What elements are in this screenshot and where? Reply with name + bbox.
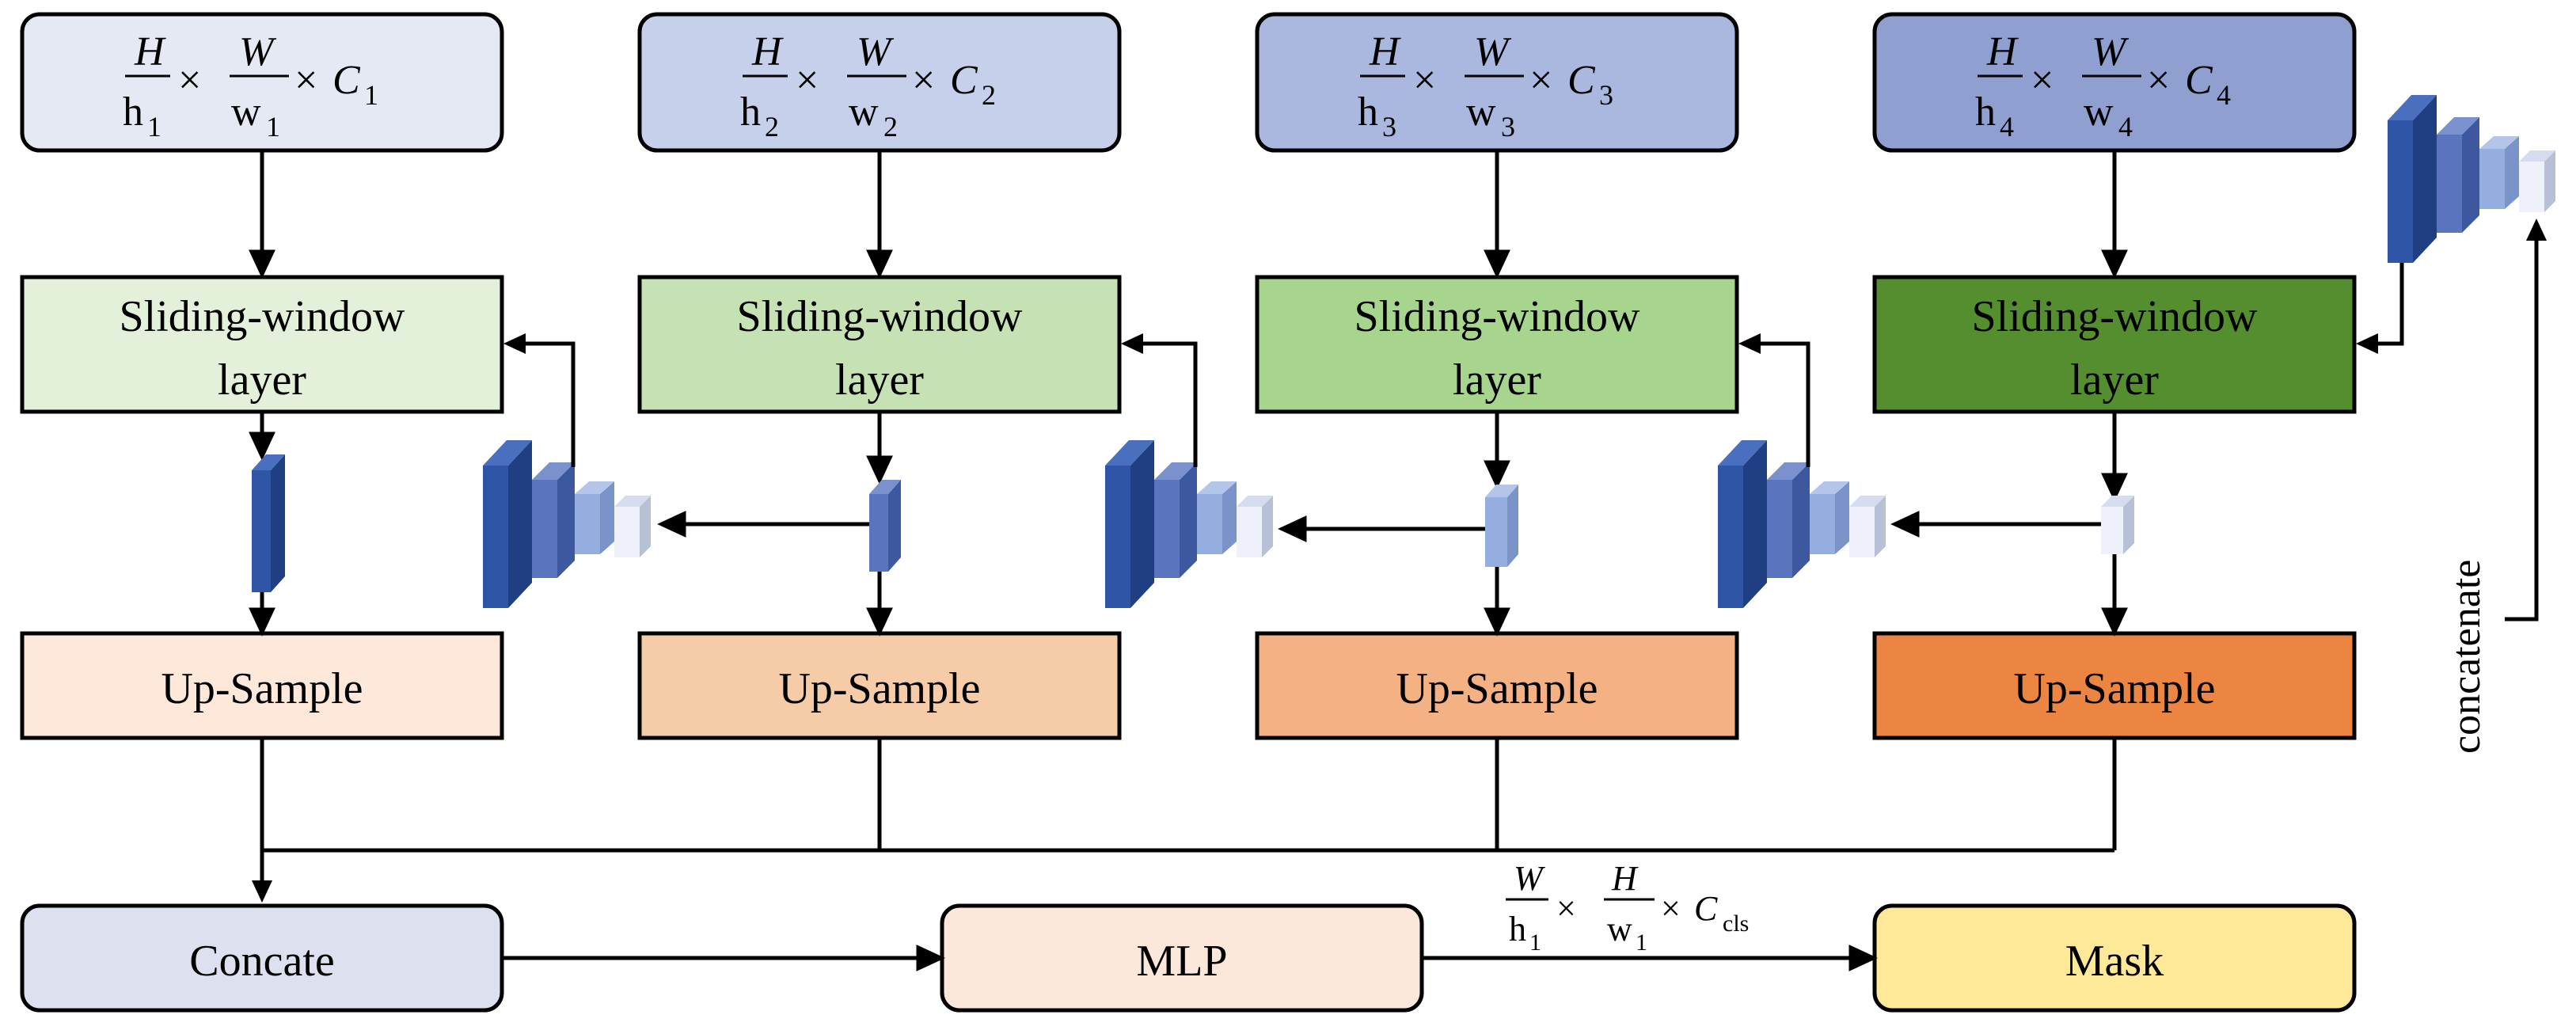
svg-text:C: C [332, 58, 361, 103]
stage-1: H h 1 × W w 1 × C 1 Sliding-window layer… [20, 12, 504, 740]
upsample-label-2: Up-Sample [778, 664, 980, 713]
mlp-label: MLP [1136, 937, 1227, 986]
pyramid-stack-3 [1718, 440, 1886, 608]
upsample-box-2 [637, 631, 1122, 740]
sliding-window-label-4: Sliding-window [1972, 292, 2258, 341]
upsample-label-3: Up-Sample [1396, 664, 1598, 713]
svg-text:2: 2 [883, 111, 898, 143]
svg-text:1: 1 [1636, 929, 1647, 956]
svg-text:×: × [2031, 58, 2054, 103]
svg-text:×: × [1529, 58, 1552, 103]
concate-label: Concate [189, 937, 334, 986]
concatenate-bracket [2505, 230, 2539, 622]
pyramid-to-sliding-arrows [522, 263, 2404, 467]
svg-text:×: × [2147, 58, 2170, 103]
svg-text:H: H [1986, 29, 2019, 74]
upsample-label-1: Up-Sample [161, 664, 363, 713]
svg-text:cls: cls [1723, 910, 1749, 937]
sliding-window-label-2: Sliding-window [737, 292, 1023, 341]
svg-text:1: 1 [266, 111, 280, 143]
svg-text:h: h [1358, 89, 1378, 135]
svg-text:2: 2 [982, 79, 996, 111]
upsample-label-4: Up-Sample [2013, 664, 2215, 713]
concatenate-arrowhead [2526, 219, 2547, 241]
svg-text:1: 1 [147, 111, 161, 143]
feedback-arrowheads [503, 333, 2378, 354]
svg-text:×: × [796, 58, 819, 103]
input-dim-4: H h 4 × W w 4 × C 4 [1975, 29, 2231, 143]
input-to-sliding-arrows [249, 150, 2128, 279]
svg-text:H: H [751, 29, 784, 74]
svg-text:W: W [1474, 29, 1512, 74]
svg-text:w: w [849, 89, 879, 135]
sliding-window-box-4 [1872, 275, 2357, 414]
svg-text:2: 2 [765, 111, 779, 143]
svg-text:H: H [134, 29, 166, 74]
svg-text:4: 4 [2118, 111, 2133, 143]
feature-map-4 [2101, 496, 2134, 554]
pyramid-stack-1 [483, 440, 651, 608]
svg-text:H: H [1369, 29, 1401, 74]
svg-text:C: C [2185, 58, 2213, 103]
sliding-layer-label-1: layer [218, 355, 306, 405]
input-dim-1: H h 1 × W w 1 × C 1 [123, 29, 378, 143]
pyramid-stack-4 [2388, 95, 2555, 263]
stage-4: H h 4 × W w 4 × C 4 Sliding-window layer… [1872, 12, 2357, 740]
svg-text:1: 1 [1529, 929, 1541, 956]
feature-map-3 [1485, 485, 1518, 567]
upsample-box-4 [1872, 631, 2357, 740]
sliding-layer-label-2: layer [835, 355, 924, 405]
output-dim-label: W h 1 × H w 1 × C cls [1506, 859, 1749, 956]
feature-map-1 [252, 454, 285, 592]
bottom-arrows [502, 945, 1878, 971]
svg-text:3: 3 [1501, 111, 1515, 143]
svg-text:w: w [231, 89, 261, 135]
sliding-layer-label-4: layer [2070, 355, 2159, 405]
svg-text:C: C [950, 58, 978, 103]
svg-text:×: × [178, 58, 201, 103]
svg-text:×: × [1556, 889, 1576, 928]
concate-arrowhead [252, 880, 272, 903]
svg-text:×: × [912, 58, 935, 103]
stage-3: H h 3 × W w 3 × C 3 Sliding-window layer… [1255, 12, 1739, 740]
svg-text:×: × [1413, 58, 1436, 103]
svg-text:C: C [1567, 58, 1596, 103]
merge-lines [260, 738, 2117, 891]
svg-text:×: × [294, 58, 317, 103]
sliding-to-upsample-arrows [249, 412, 2128, 637]
svg-text:1: 1 [364, 79, 378, 111]
svg-text:W: W [857, 29, 895, 74]
svg-text:h: h [123, 89, 143, 135]
svg-text:W: W [239, 29, 277, 74]
svg-text:H: H [1611, 859, 1639, 898]
sliding-window-label-3: Sliding-window [1354, 292, 1640, 341]
svg-text:h: h [740, 89, 761, 135]
svg-text:3: 3 [1599, 79, 1613, 111]
svg-text:W: W [1514, 859, 1545, 898]
svg-text:×: × [1661, 889, 1681, 928]
sliding-window-label-1: Sliding-window [120, 292, 405, 341]
svg-text:W: W [2092, 29, 2130, 74]
svg-text:4: 4 [2000, 111, 2014, 143]
svg-text:w: w [2084, 89, 2114, 135]
concatenate-label: concatenate [2444, 560, 2489, 754]
svg-text:h: h [1975, 89, 1996, 135]
svg-text:C: C [1694, 889, 1718, 928]
mask-label: Mask [2065, 937, 2164, 986]
pyramid-stack-2 [1105, 440, 1273, 608]
svg-text:3: 3 [1382, 111, 1396, 143]
svg-text:h: h [1509, 910, 1526, 948]
input-dim-2: H h 2 × W w 2 × C 2 [740, 29, 996, 143]
input-dim-3: H h 3 × W w 3 × C 3 [1358, 29, 1613, 143]
svg-text:4: 4 [2217, 79, 2231, 111]
sliding-layer-label-3: layer [1453, 355, 1541, 405]
feature-to-pyramid-arrows [657, 511, 2101, 542]
svg-text:w: w [1607, 910, 1632, 948]
sliding-window-box-1 [20, 275, 504, 414]
feature-map-2 [869, 480, 901, 572]
svg-text:w: w [1466, 89, 1496, 135]
